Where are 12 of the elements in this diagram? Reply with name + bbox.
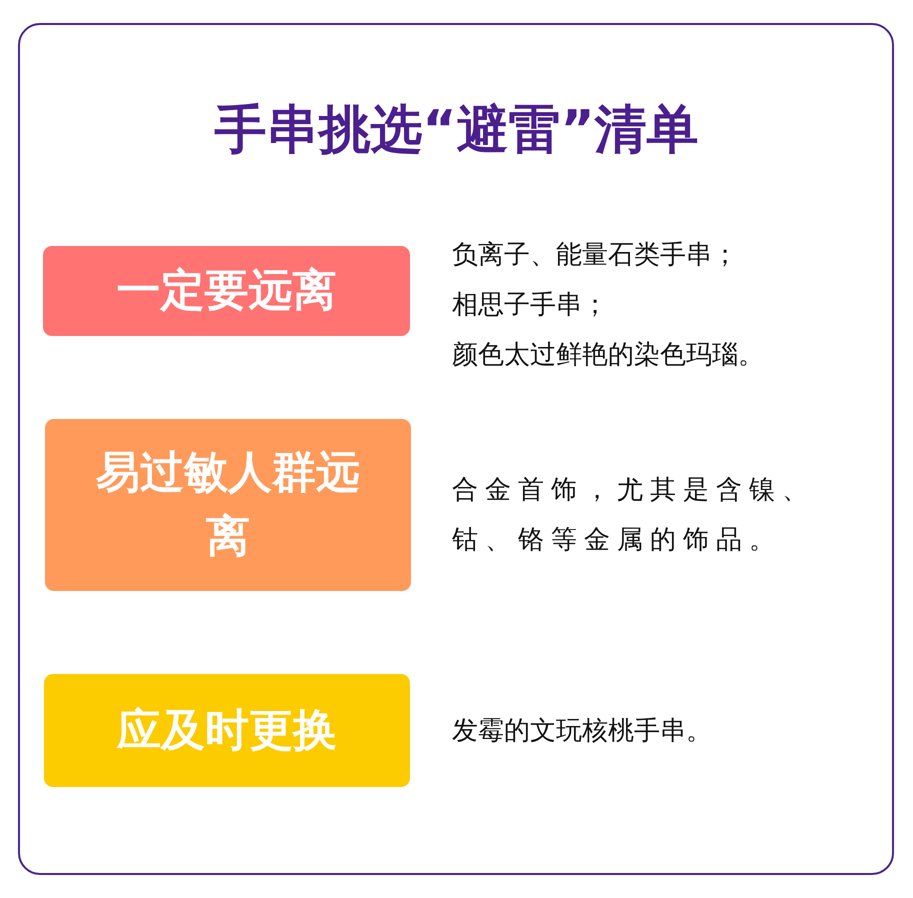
item-text: 合金首饰，尤其是含镍、钴、铬等金属的饰品。 — [452, 474, 816, 557]
item-text: 负离子、能量石类手串； — [452, 239, 739, 272]
item-text: 颜色太过鲜艳的染色玛瑙。 — [452, 339, 765, 372]
category-box — [43, 246, 410, 336]
item-text: 发霉的文玩核桃手串。 — [452, 715, 713, 748]
category-label: 易过敏人群远离 — [95, 446, 361, 564]
category-label: 一定要远离 — [116, 264, 336, 318]
category-box — [45, 419, 411, 591]
item-text: 相思子手串； — [452, 289, 609, 322]
category-box — [44, 674, 410, 787]
category-label: 应及时更换 — [117, 704, 337, 758]
title: 手串挑选“避雷”清单 — [213, 99, 700, 162]
